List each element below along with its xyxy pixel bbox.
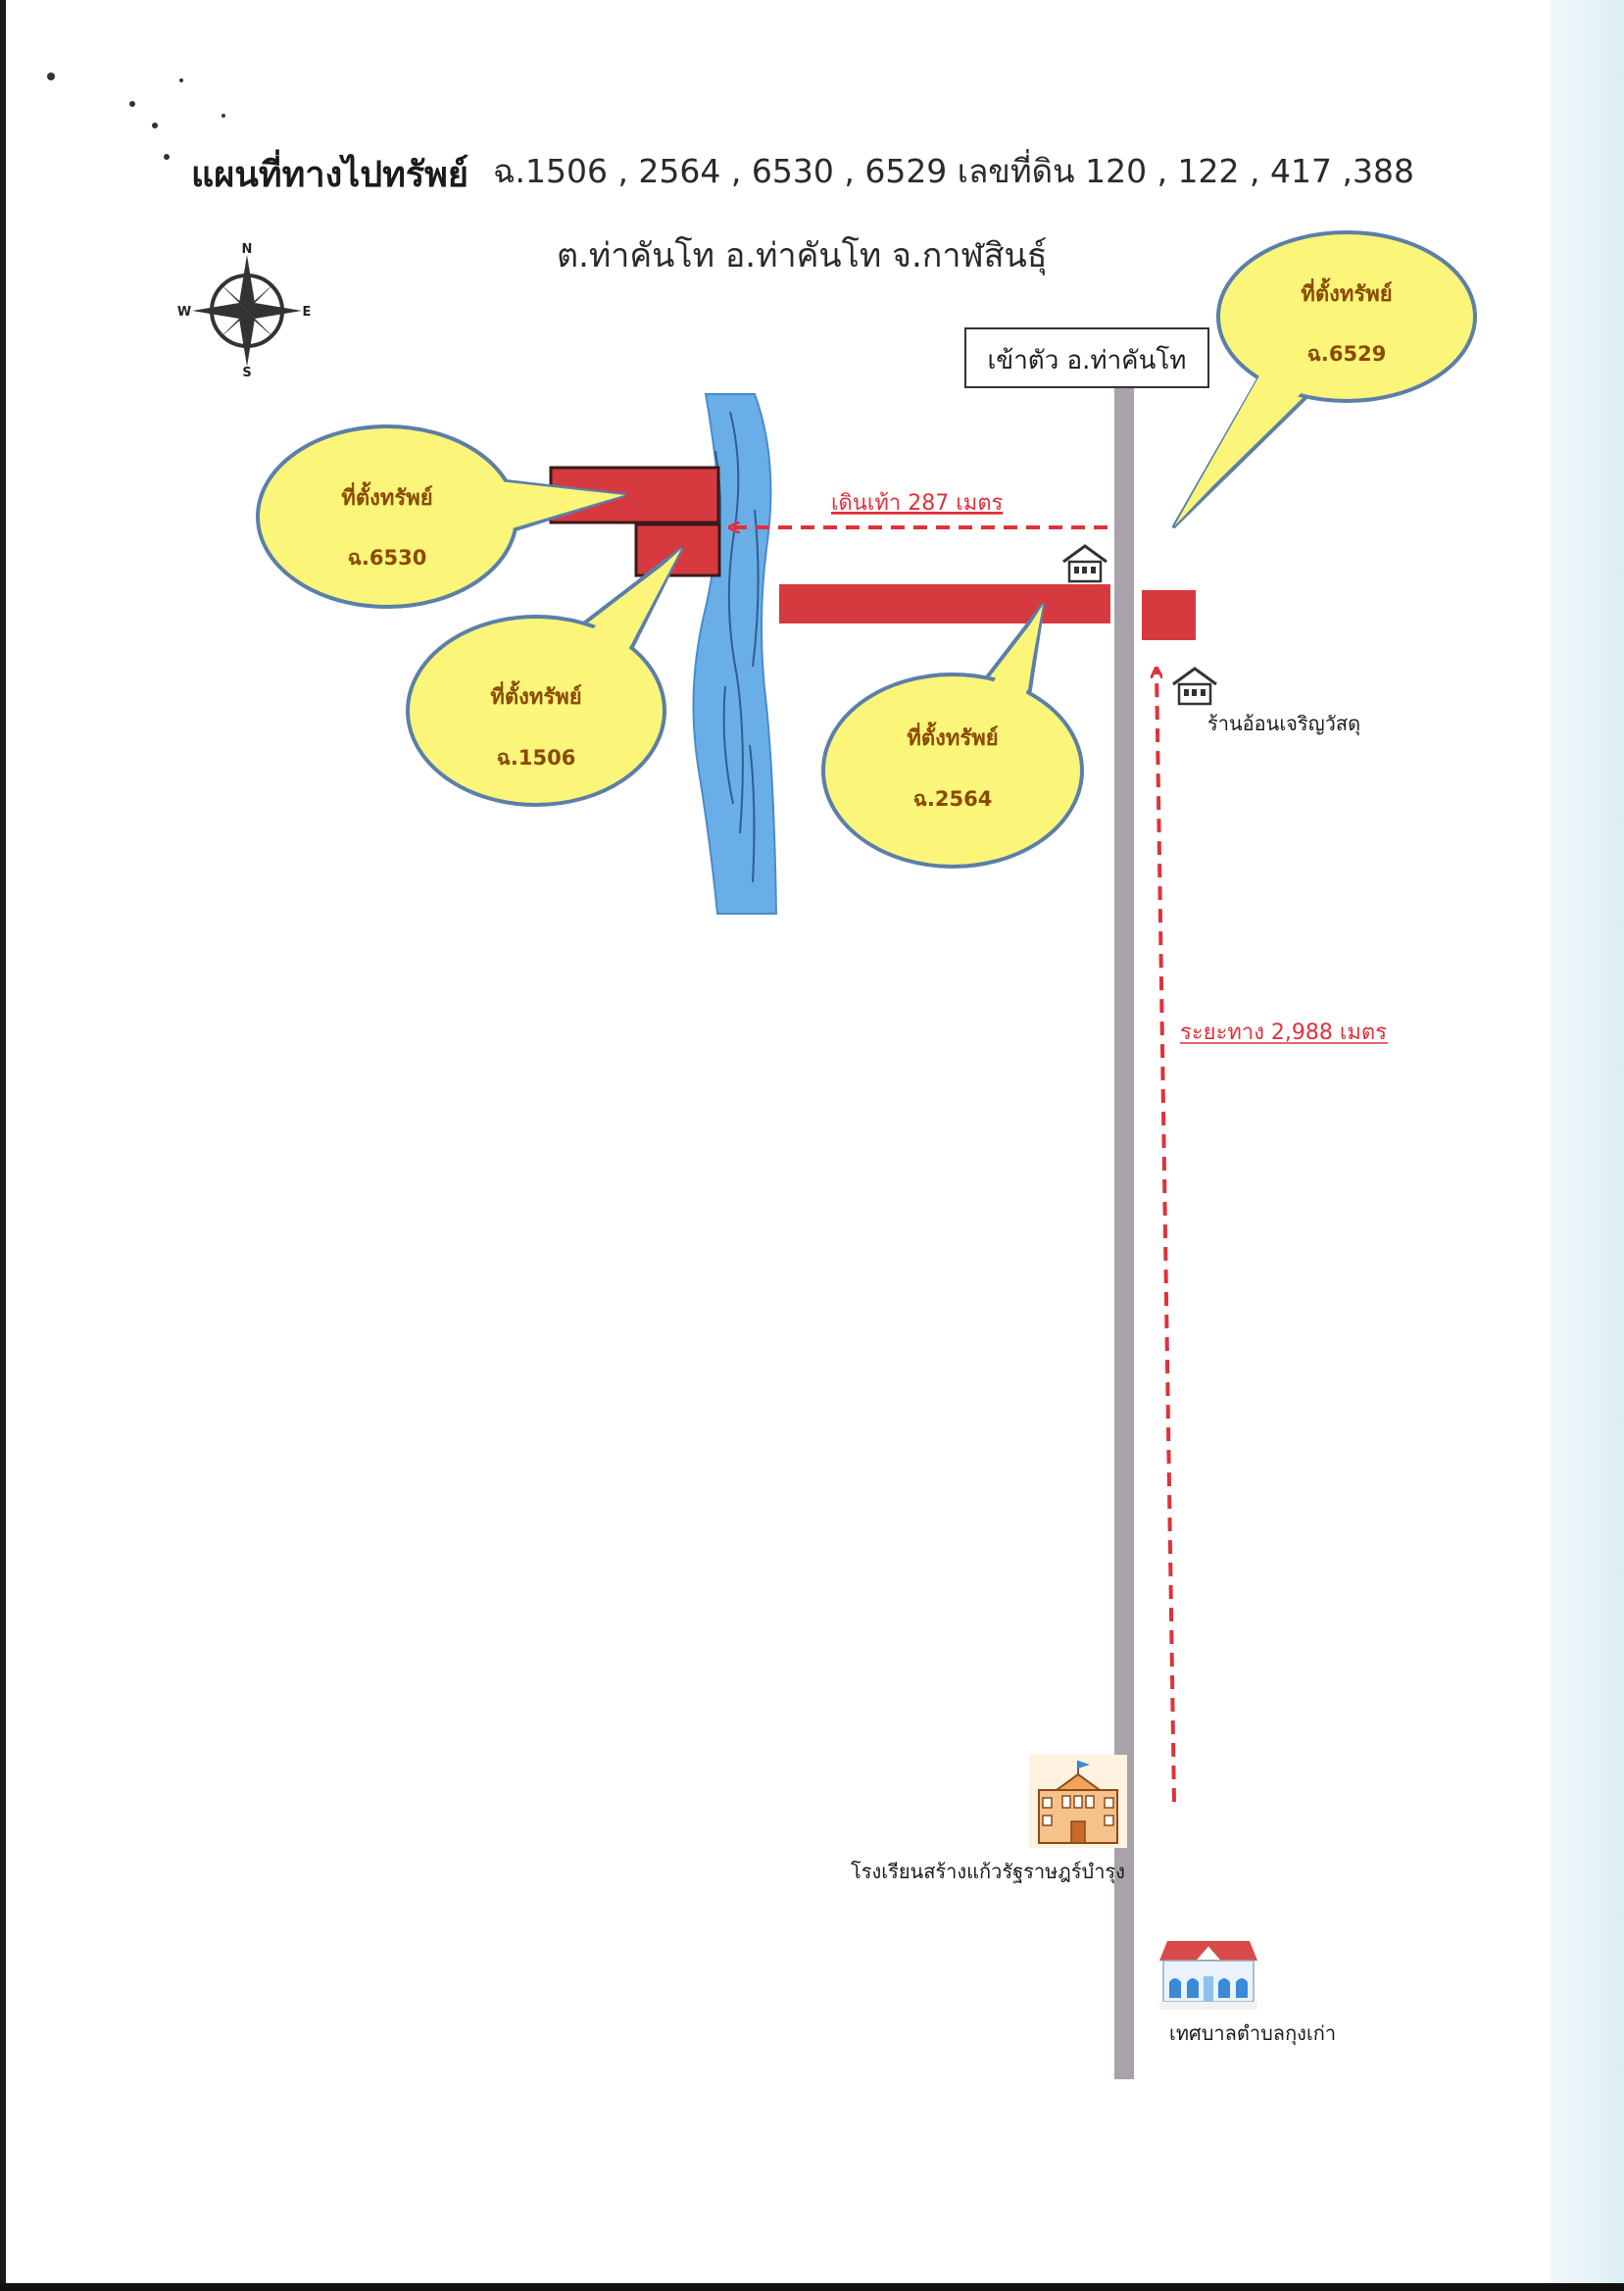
svg-text:S: S	[242, 366, 251, 380]
callout-6529: ที่ตั้งทรัพย์ ฉ.6529	[1172, 230, 1477, 528]
main-road	[1114, 388, 1134, 2079]
road-sign-box	[964, 327, 1209, 388]
svg-text:ที่ตั้งทรัพย์: ที่ตั้งทรัพย์	[490, 680, 581, 710]
parcel-2564	[779, 584, 1110, 623]
svg-text:ที่ตั้งทรัพย์: ที่ตั้งทรัพย์	[341, 481, 432, 511]
svg-text:ที่ตั้งทรัพย์: ที่ตั้งทรัพย์	[1301, 277, 1392, 307]
walk-distance-label: เดินเท้า 287 เมตร	[831, 491, 1004, 516]
svg-text:ฉ.2564: ฉ.2564	[913, 787, 993, 811]
river	[692, 393, 778, 915]
road-route-arrow	[1156, 669, 1176, 1803]
municipality-building-icon	[1159, 1941, 1257, 2010]
municipality-label: เทศบาลตำบลกุงเก่า	[1169, 2021, 1336, 2046]
compass-icon: N S W E	[177, 242, 312, 380]
school-icon	[1029, 1755, 1127, 1848]
scan-border-bottom	[0, 2283, 1624, 2291]
road-distance-label: ระยะทาง 2,988 เมตร	[1180, 1021, 1387, 1045]
map-title: แผนที่ทางไปทรัพย์	[191, 149, 468, 195]
shop-label: ร้านอ้อนเจริญวัสดุ	[1207, 712, 1360, 736]
shop-house-icon	[1172, 667, 1217, 706]
svg-text:E: E	[303, 305, 312, 320]
scan-border-right	[1550, 0, 1624, 2291]
callout-2564: ที่ตั้งทรัพย์ ฉ.2564	[821, 603, 1084, 869]
deed-list: ฉ.1506 , 2564 , 6530 , 6529 เลขที่ดิน 12…	[493, 149, 1414, 190]
svg-text:ฉ.1506: ฉ.1506	[497, 746, 576, 770]
parcel-6529	[1142, 590, 1196, 640]
school-label: โรงเรียนสร้างแก้วรัฐราษฎร์บำรุง	[851, 1860, 1125, 1884]
callout-6530: ที่ตั้งทรัพย์ ฉ.6530	[256, 424, 626, 609]
svg-text:ที่ตั้งทรัพย์: ที่ตั้งทรัพย์	[907, 722, 998, 751]
svg-text:N: N	[242, 242, 253, 257]
svg-text:ฉ.6529: ฉ.6529	[1307, 342, 1387, 366]
scan-border-left	[0, 0, 6, 2291]
road-sign-label: เข้าตัว อ.ท่าคันโท	[988, 345, 1187, 375]
callout-1506: ที่ตั้งทรัพย์ ฉ.1506	[406, 547, 683, 807]
location-subtitle: ต.ท่าคันโท อ.ท่าคันโท จ.กาฬสินธุ์	[557, 236, 1047, 275]
house-icon	[1062, 544, 1107, 583]
svg-text:ฉ.6530: ฉ.6530	[348, 546, 427, 570]
scan-specks	[47, 73, 225, 160]
svg-text:W: W	[177, 305, 191, 320]
